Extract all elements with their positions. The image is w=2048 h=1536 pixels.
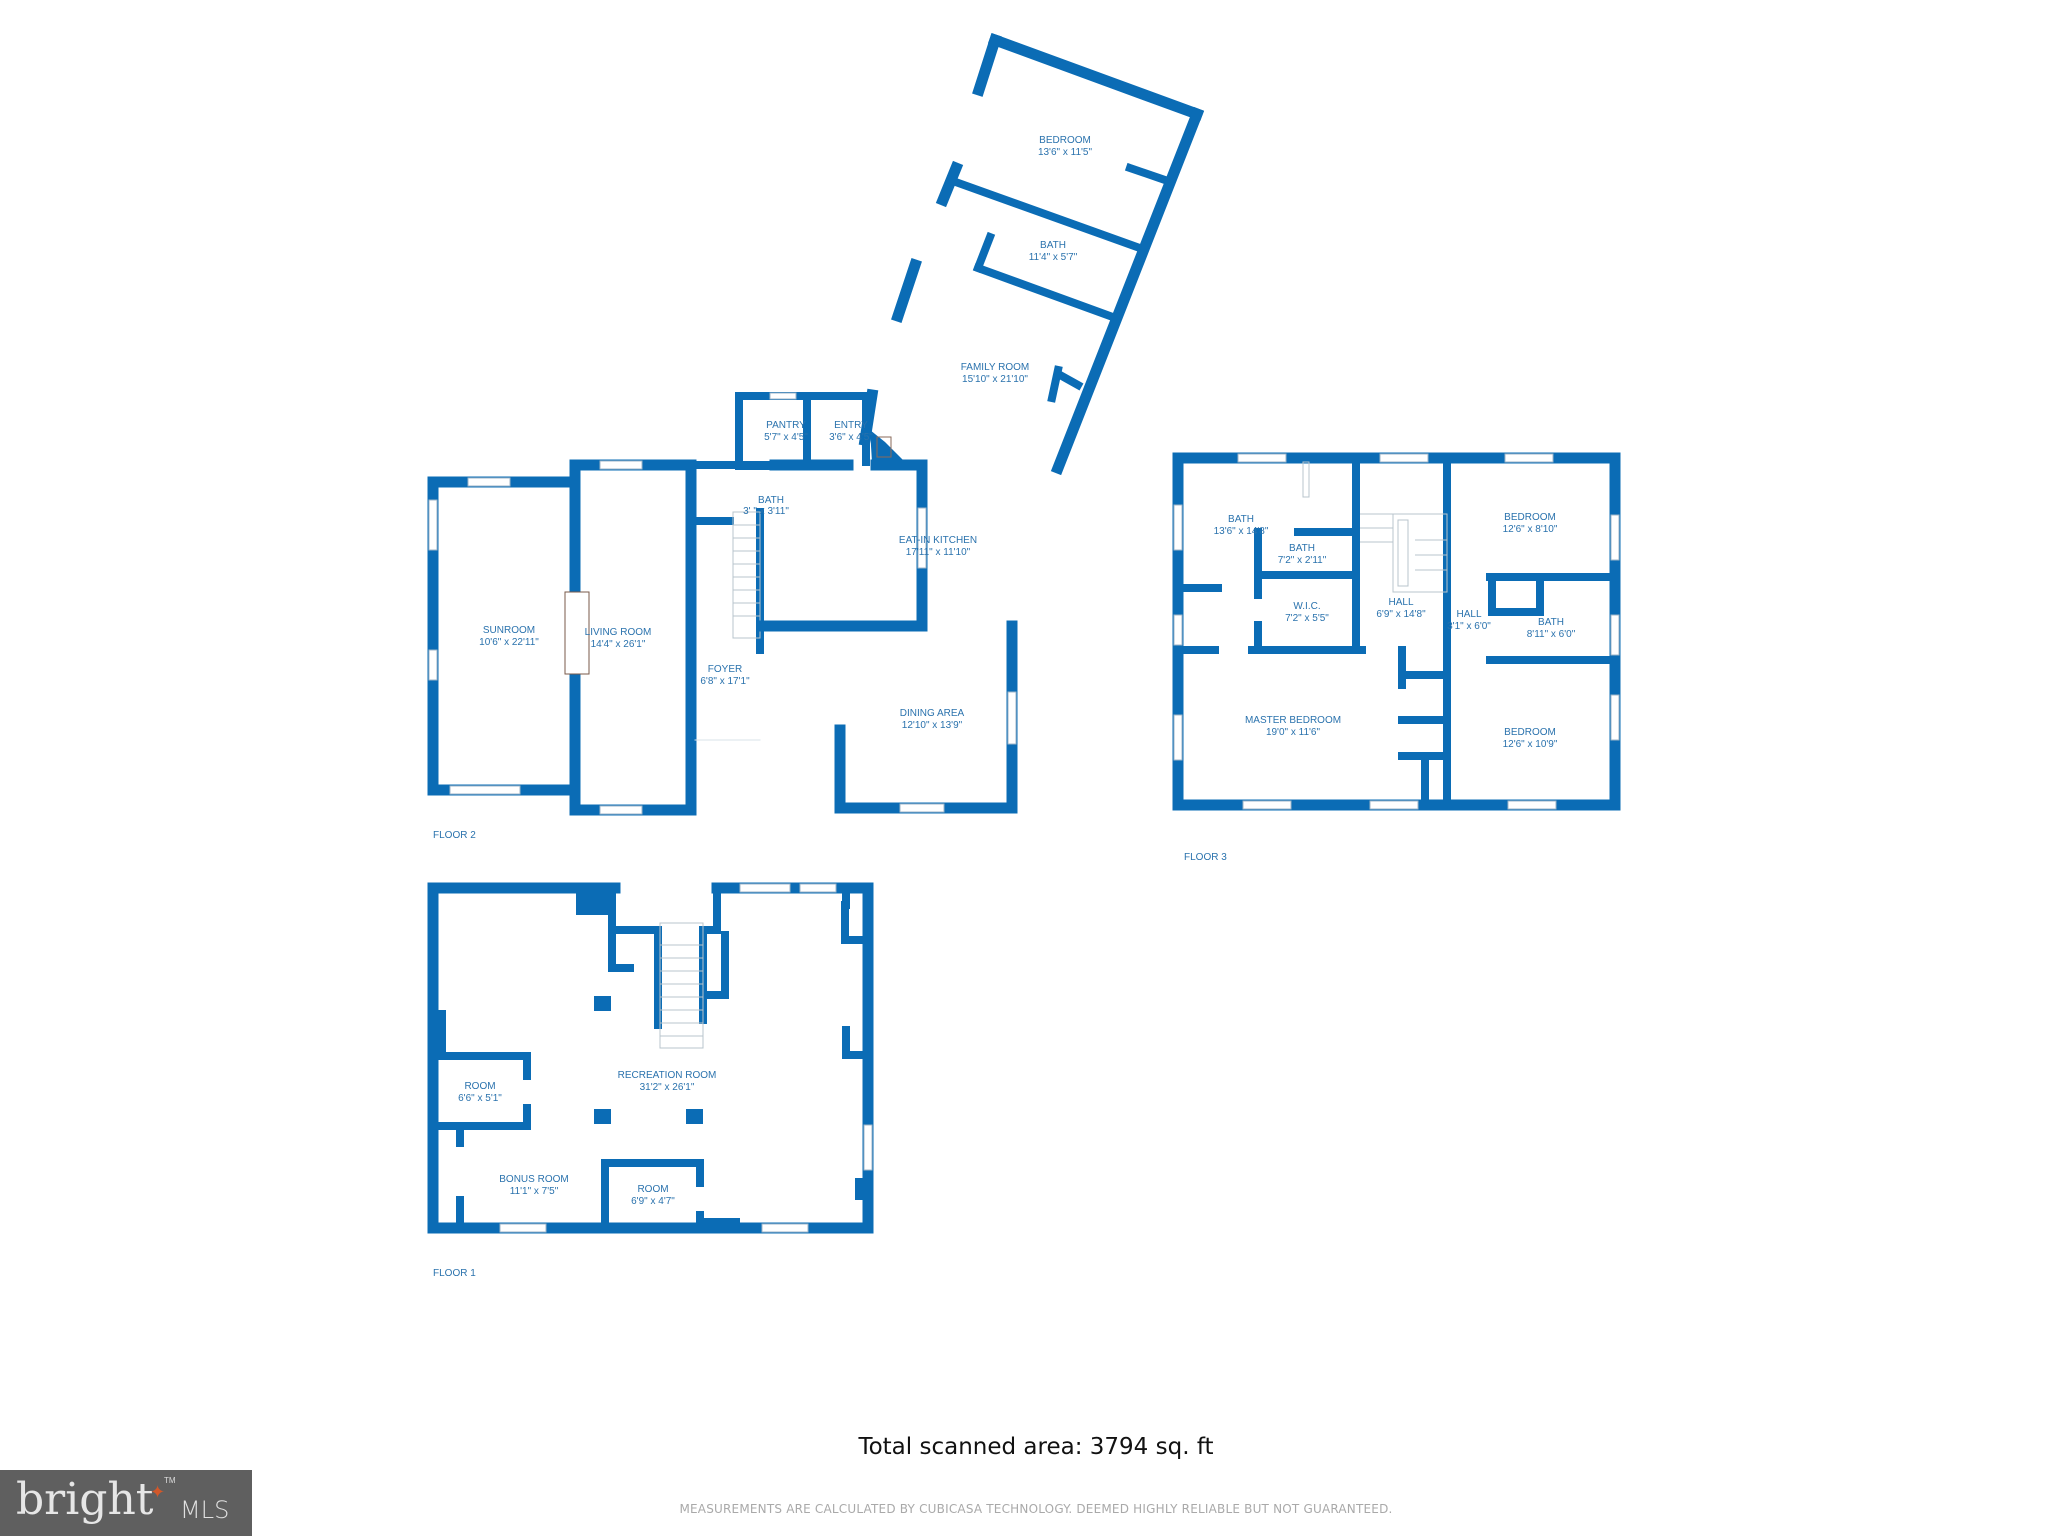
room-name: BATH [758,495,784,506]
room-dims: 5'7" x 4'5" [764,432,808,443]
room-name: MASTER BEDROOM [1245,715,1341,726]
room-name: SUNROOM [483,625,535,636]
column [594,996,611,1011]
fireplace-icon [564,591,590,675]
room-name: BONUS ROOM [499,1174,568,1185]
room-name: BEDROOM [1504,512,1556,523]
room-name: BATH [1538,617,1564,628]
room-dims: 15'10" x 21'10" [962,374,1028,385]
room-dims: 7'2" x 2'11" [1278,555,1327,566]
fireplace-icon [876,436,892,458]
logo-word: bright [16,1474,154,1525]
room-labels: BEDROOM 13'6" x 11'5" BATH 11'4" x 5'7" … [433,135,1576,1279]
room-dims: 6'9" x 14'8" [1376,609,1426,620]
room-name: BATH [1289,543,1315,554]
room-dims: 10'6" x 22'11" [479,637,539,648]
room-dims: 6'8" x 17'1" [700,676,750,687]
room-dims: 12'10" x 13'9" [902,720,963,731]
room-name: EAT-IN KITCHEN [899,535,977,546]
logo-suffix: MLS [180,1496,230,1524]
room-name: BATH [1228,514,1254,525]
column [686,1109,703,1124]
room-name: FOYER [708,664,742,675]
room-dims: 31'2" x 26'1" [640,1082,695,1093]
total-area: Total scanned area: 3794 sq. ft [858,1434,1214,1460]
floor-1-label: FLOOR 1 [433,1268,476,1279]
floor-3-label: FLOOR 3 [1184,852,1227,863]
room-dims: 13'6" x 14'8" [1214,526,1269,537]
room-dims: 3'1" x 6'0" [1447,621,1491,632]
room-dims: 11'4" x 5'7" [1029,252,1078,263]
room-dims: 11'1" x 7'5" [510,1186,559,1197]
room-name: ROOM [637,1184,668,1195]
floor-3-plan [1172,452,1621,811]
room-dims: 14'4" x 26'1" [591,639,646,650]
room-name: BEDROOM [1039,135,1091,146]
room-name: BEDROOM [1504,727,1556,738]
room-name: HALL [1388,597,1413,608]
room-name: BATH [1040,240,1066,251]
room-dims: 6'9" x 4'7" [631,1196,675,1207]
room-name: RECREATION ROOM [618,1070,717,1081]
room-name: ROOM [464,1081,495,1092]
room-dims: 3' " x 3'11" [743,506,789,517]
logo-star-icon: ✦ [150,1482,166,1502]
floor-2-plan [427,32,1205,816]
room-name: ENTRY [834,420,868,431]
room-dims: 8'11" x 6'0" [1527,629,1576,640]
room-name: FAMILY ROOM [961,362,1030,373]
room-dims: 7'2" x 5'5" [1285,613,1329,624]
staircase [1360,513,1448,593]
room-name: PANTRY [766,420,806,431]
room-dims: 12'6" x 8'10" [1503,524,1558,535]
room-dims: 17'11" x 11'10" [906,547,971,558]
bright-mls-logo: bright ✦ TM MLS [0,1470,252,1536]
room-name: LIVING ROOM [585,627,652,638]
floor-1-plan [427,882,874,1234]
room-dims: 13'6" x 11'5" [1038,147,1093,158]
column [594,1109,611,1124]
room-dims: 3'6" x 4'5" [829,432,873,443]
staircase [732,511,761,639]
room-dims: 6'6" x 5'1" [458,1093,502,1104]
room-name: HALL [1456,609,1481,620]
staircase [659,922,704,1049]
room-dims: 19'0" x 11'6" [1266,727,1321,738]
floor-2-label: FLOOR 2 [433,830,476,841]
disclaimer: MEASUREMENTS ARE CALCULATED BY CUBICASA … [679,1502,1393,1516]
room-name: W.I.C. [1293,601,1320,612]
room-dims: 12'6" x 10'9" [1503,739,1558,750]
logo-tm: TM [164,1476,176,1485]
room-name: DINING AREA [900,708,965,719]
